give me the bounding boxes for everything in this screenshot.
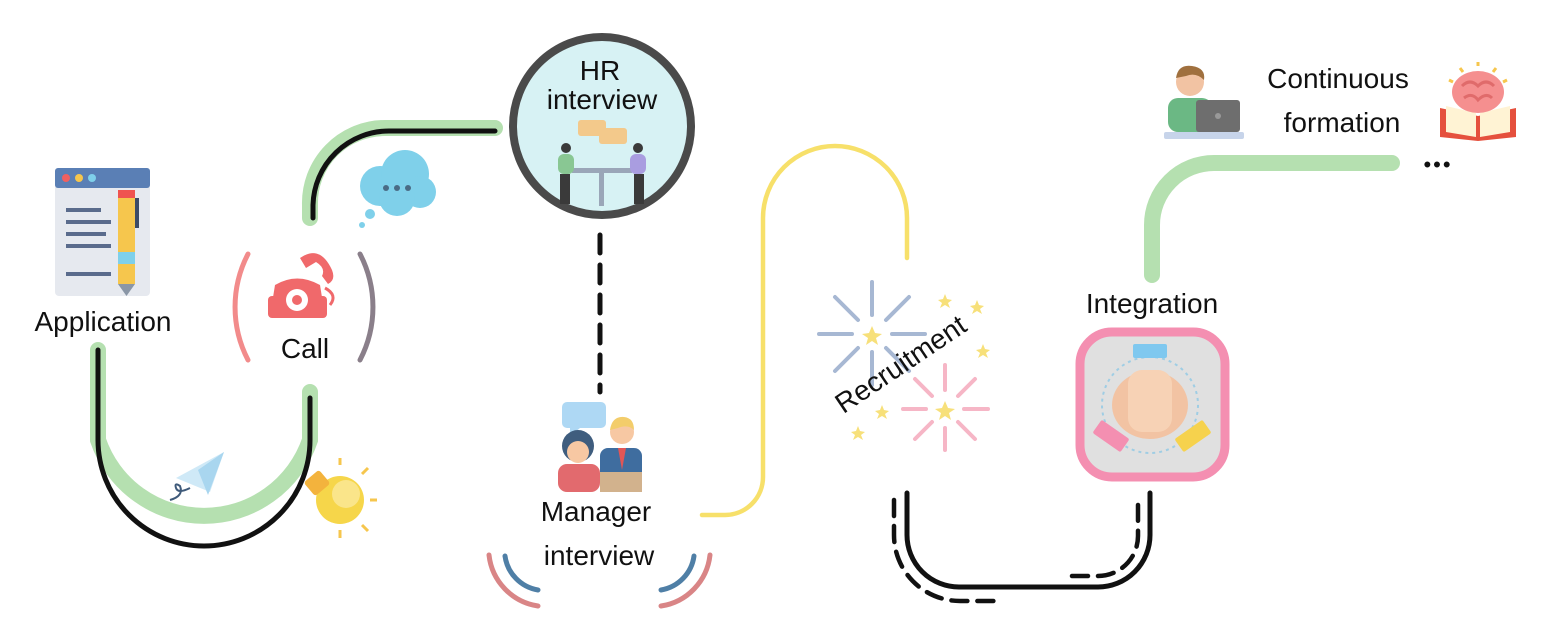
application-form-icon [55,168,150,296]
manager-bracket-right-outer [658,552,713,609]
thought-bubble-icon [359,150,436,228]
manager-interview-people-icon [558,402,642,492]
path-manager-recruitment-yellow [699,143,910,518]
label-recruitment: Recruitment [829,309,972,419]
lightbulb-icon [304,458,377,538]
paper-plane-icon [169,452,224,501]
pencil-icon [118,190,139,296]
label-continuous-line2: formation [1284,107,1401,138]
path-integration-continuous-green [1144,155,1400,283]
fireworks-icon [817,280,990,452]
stars-icon [851,294,990,440]
label-hr-interview-line2: interview [547,84,658,115]
label-integration: Integration [1086,288,1218,319]
label-hr-interview-line1: HR [580,55,620,86]
label-application: Application [35,306,172,337]
label-call: Call [281,333,329,364]
path-recruitment-integration-dashed-left [891,497,998,604]
path-call-hr-green [301,120,503,226]
label-continuous-line1: Continuous [1267,63,1409,94]
label-manager-interview-line2: interview [544,540,655,571]
call-bracket-right [357,251,376,363]
telephone-icon [268,253,335,318]
ellipsis: ••• [1423,152,1452,177]
path-call-hr-black [310,128,498,221]
teamwork-hands-icon [1093,344,1211,454]
path-application-call-green [90,342,318,524]
path-recruitment-integration-solid [904,490,1153,590]
manager-bracket-left-inner [502,553,541,593]
manager-bracket-left-outer [486,552,541,609]
brain-book-icon [1440,62,1516,141]
person-laptop-icon [1164,65,1244,139]
call-bracket-left [232,251,251,363]
path-application-call-black [95,347,313,549]
label-manager-interview-line1: Manager [541,496,652,527]
path-recruitment-integration-dashed-right [1069,502,1141,579]
manager-bracket-right-inner [658,553,697,593]
meeting-people-icon [558,120,646,206]
